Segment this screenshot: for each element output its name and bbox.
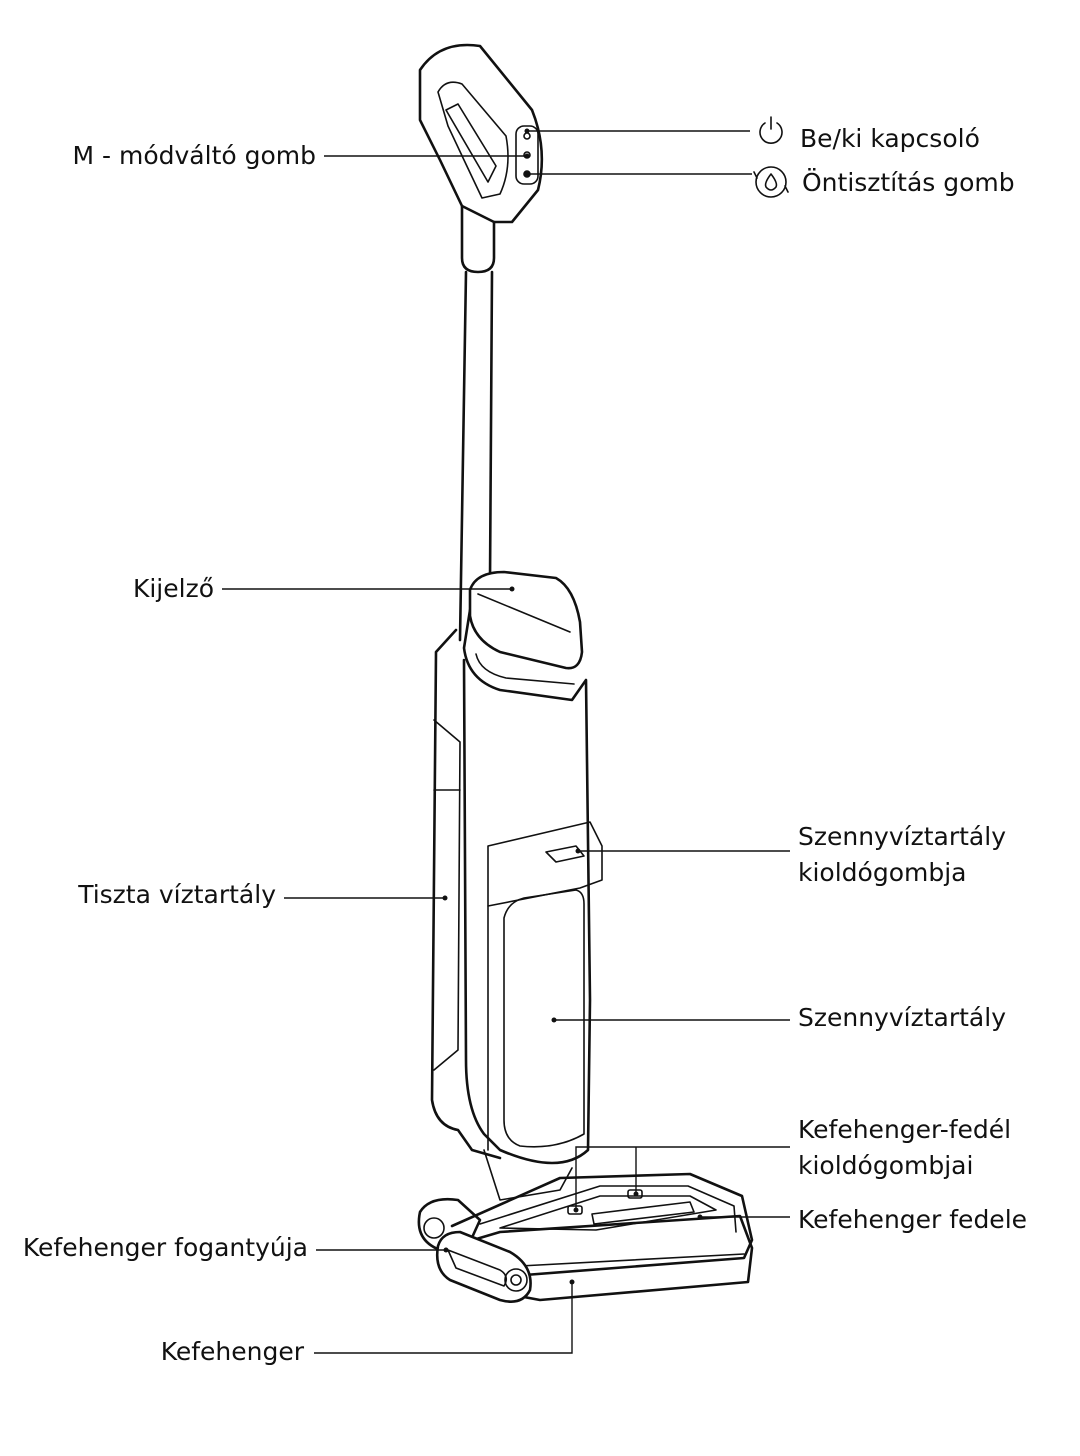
label-brush-cover-release-line-1: Kefehenger-fedél: [798, 1115, 1012, 1144]
handle-tube: [458, 204, 496, 642]
floor-head: [417, 1149, 754, 1303]
handle-button-panel: [515, 125, 539, 185]
power-icon: [759, 116, 783, 144]
label-clean-water-tank: Tiszta víztartály: [78, 880, 276, 909]
label-dirty-tank-release-line-1: Szennyvíztartály: [798, 822, 1006, 851]
brush-cover-release-right[interactable]: [627, 1189, 643, 1199]
label-power-switch: Be/ki kapcsoló: [800, 124, 980, 153]
label-dirty-water-tank: Szennyvíztartály: [798, 1003, 1006, 1032]
leader-lines: [222, 128, 790, 1354]
label-mode-button: M - módváltó gomb: [72, 141, 317, 170]
label-brush-cover: Kefehenger fedele: [798, 1205, 1028, 1234]
label-brush-cover-release: Kefehenger-fedél kioldógombjai: [798, 1112, 1068, 1184]
label-dirty-tank-release-line-2: kioldógombja: [798, 858, 967, 887]
handle: [418, 43, 544, 224]
self-clean-icon: [753, 166, 789, 198]
power-button[interactable]: [523, 132, 531, 140]
label-self-clean-button: Öntisztítás gomb: [802, 168, 1015, 197]
main-body: [430, 570, 603, 1165]
brush-cover-release-left[interactable]: [567, 1205, 583, 1215]
label-brush-handle: Kefehenger fogantyúja: [22, 1233, 308, 1262]
label-brush-cover-release-line-2: kioldógombjai: [798, 1151, 974, 1180]
label-dirty-tank-release: Szennyvíztartály kioldógombja: [798, 819, 1068, 891]
label-brush-roller: Kefehenger: [160, 1337, 304, 1366]
label-display: Kijelző: [132, 574, 214, 603]
